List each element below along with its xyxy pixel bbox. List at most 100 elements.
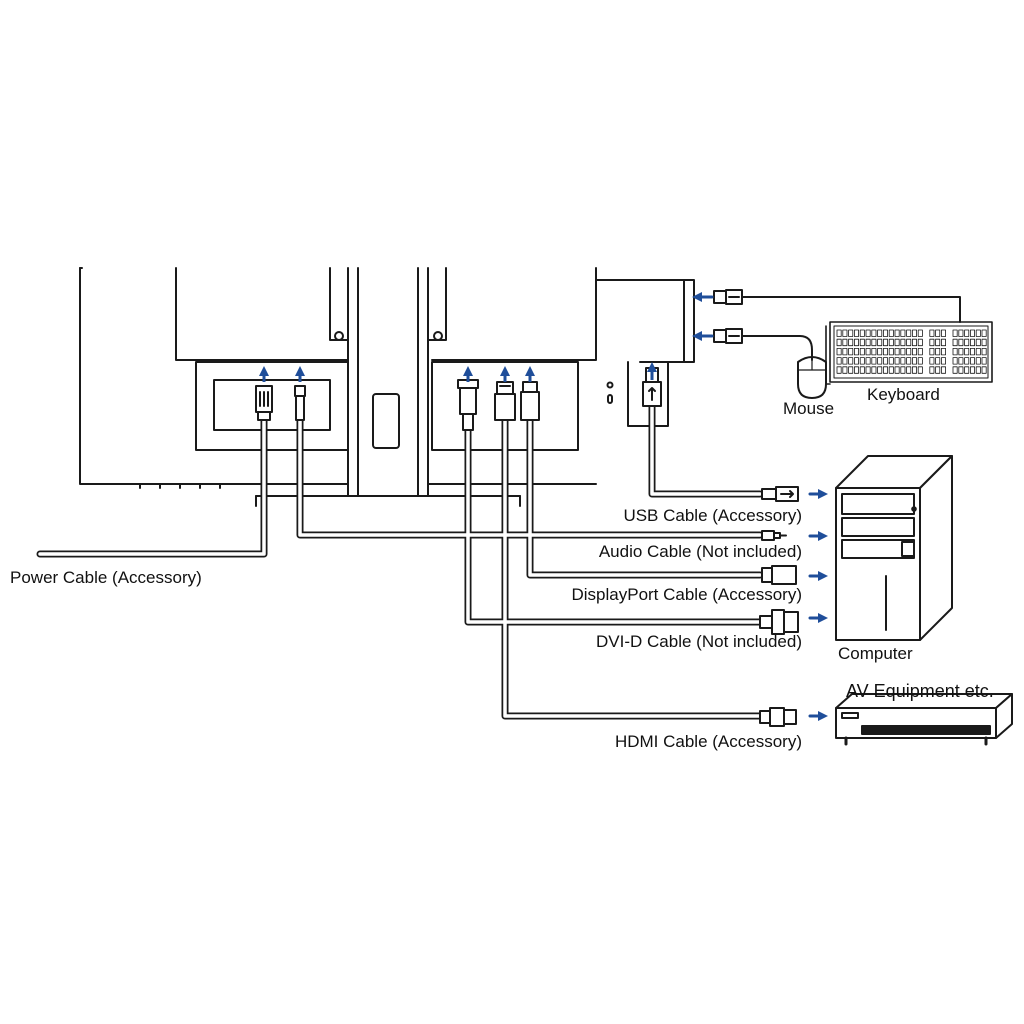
keyboard-key (854, 357, 860, 365)
keyboard-key (929, 329, 935, 337)
keyboard-key (894, 347, 900, 356)
keyboard-key (970, 366, 976, 374)
keyboard-key (888, 366, 894, 374)
keyboard-key (877, 347, 883, 356)
keyboard-key (912, 338, 918, 347)
keyboard-key (975, 347, 981, 356)
keyboard-key (975, 338, 981, 347)
keyboard-key (859, 366, 865, 374)
keyboard-key (877, 329, 883, 337)
keyboard-key (917, 329, 923, 337)
keyboard-key (906, 338, 912, 347)
keyboard-key (883, 338, 889, 347)
keyboard-key (883, 347, 889, 356)
keyboard-key (981, 347, 987, 356)
keyboard-key (894, 338, 900, 347)
keyboard-key (900, 366, 906, 374)
usb-cable-label: USB Cable (Accessory) (623, 506, 802, 525)
keyboard-key (941, 366, 947, 374)
keyboard-key (836, 338, 842, 347)
connection-arrow-icon (259, 292, 828, 721)
keyboard-key (906, 347, 912, 356)
keyboard-key (929, 338, 935, 347)
keyboard-key (842, 329, 848, 337)
av-equipment-label: AV Equipment etc. (846, 681, 994, 701)
peripheral-cables (741, 296, 961, 361)
keyboard-key (952, 357, 958, 365)
keyboard-key (883, 329, 889, 337)
keyboard-key (865, 366, 871, 374)
keyboard-key (981, 366, 987, 374)
keyboard-key (871, 366, 877, 374)
keyboard-key (848, 329, 854, 337)
mouse-label: Mouse (783, 399, 835, 418)
port-panel-left (195, 361, 349, 451)
keyboard-key (871, 357, 877, 365)
keyboard-key (848, 357, 854, 365)
keyboard-key (917, 347, 923, 356)
keyboard-key (964, 338, 970, 347)
keyboard-key (894, 366, 900, 374)
keyboard-key (854, 347, 860, 356)
dvi-connector-icon (457, 379, 479, 431)
keyboard-key (865, 329, 871, 337)
keyboard-key (935, 347, 941, 356)
hdmi-cable-label: HDMI Cable (Accessory) (614, 732, 802, 751)
keyboard-key (929, 347, 935, 356)
keyboard-key (871, 329, 877, 337)
keyboard-key (888, 338, 894, 347)
keyboard-key (958, 329, 964, 337)
hdmi-connector-icon (494, 381, 516, 421)
keyboard-key (912, 347, 918, 356)
keyboard-key (935, 366, 941, 374)
keyboard-key (865, 338, 871, 347)
keyboard-key (917, 357, 923, 365)
keyboard-key (836, 329, 842, 337)
keyboard-key (975, 357, 981, 365)
keyboard-key (912, 329, 918, 337)
keyboard-key (842, 357, 848, 365)
keyboard-key (970, 347, 976, 356)
keyboard-key (981, 357, 987, 365)
power-plug-icon (255, 385, 273, 421)
keyboard-key (964, 329, 970, 337)
audio-cable-label: Audio Cable (Not included) (598, 542, 802, 561)
keyboard-label: Keyboard (867, 385, 940, 404)
mouse-icon (797, 356, 827, 399)
keyboard-key (900, 347, 906, 356)
keyboard-key (970, 338, 976, 347)
keyboard-key (975, 329, 981, 337)
keyboard-key (917, 366, 923, 374)
keyboard-key (877, 338, 883, 347)
computer-tower-icon (835, 455, 953, 641)
keyboard-key (912, 366, 918, 374)
keyboard-key (877, 366, 883, 374)
keyboard-key (854, 329, 860, 337)
keyboard-key (970, 329, 976, 337)
keyboard-key (859, 329, 865, 337)
keyboard-key (842, 366, 848, 374)
keyboard-key (848, 366, 854, 374)
keyboard-key (883, 357, 889, 365)
keyboard-key (952, 338, 958, 347)
cables-inner (38, 403, 762, 718)
keyboard-key (958, 338, 964, 347)
keyboard-key (906, 329, 912, 337)
keyboard-key (964, 366, 970, 374)
keyboard-key (859, 357, 865, 365)
keyboard-key (877, 357, 883, 365)
keyboard-key (958, 357, 964, 365)
keyboard-key (888, 329, 894, 337)
keyboard-key (958, 366, 964, 374)
cable-ends (713, 289, 799, 727)
keyboard-key (900, 329, 906, 337)
keyboard-key (964, 357, 970, 365)
keyboard-key (952, 347, 958, 356)
usb-port-panel (606, 361, 669, 427)
keyboard-key (929, 366, 935, 374)
keyboard-key (941, 338, 947, 347)
keyboard-key (883, 366, 889, 374)
keyboard-key (975, 366, 981, 374)
